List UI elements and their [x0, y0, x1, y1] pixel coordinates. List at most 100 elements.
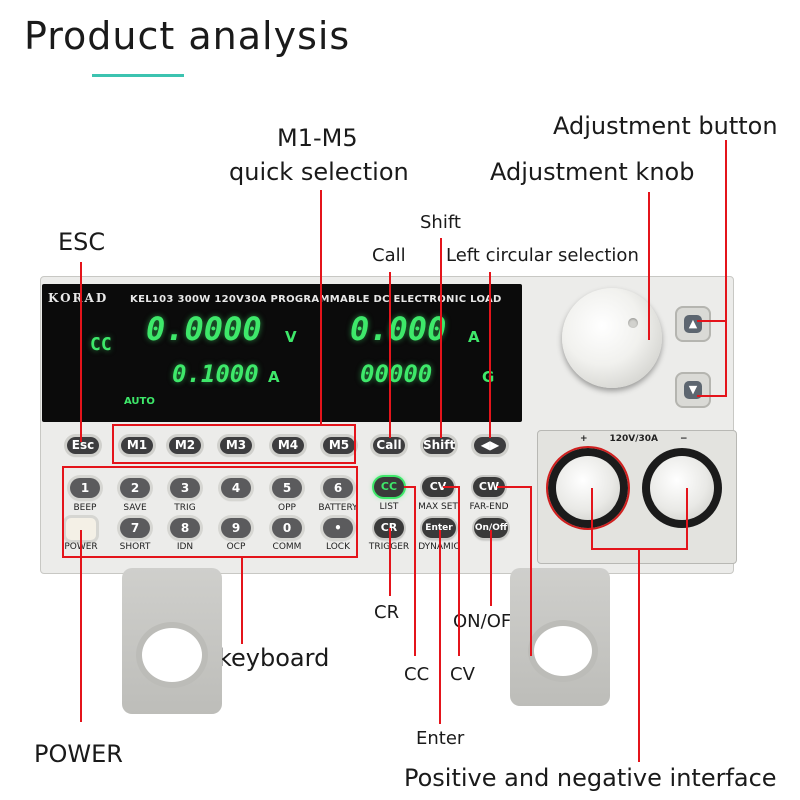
cw-key[interactable]: CW: [473, 477, 505, 497]
key-3[interactable]: 3: [170, 478, 200, 498]
display-secondary-value: 00000: [360, 360, 433, 388]
arrow-down-icon: ▼: [684, 381, 702, 399]
display-voltage: 0.0000: [146, 310, 262, 348]
negative-terminal-cap: [650, 456, 714, 520]
label-m1m5-line1: M1-M5: [277, 124, 358, 152]
call-key[interactable]: Call: [373, 437, 405, 454]
power-leader: [80, 530, 82, 722]
cw-leader-h: [497, 486, 531, 488]
key-5[interactable]: 5: [272, 478, 302, 498]
arrow-up-icon: ▲: [684, 315, 702, 333]
display-set-current: 0.1000: [172, 360, 259, 388]
cv-leader-h: [443, 486, 459, 488]
positive-terminal-leader: [591, 488, 593, 550]
cc-key-label: LIST: [379, 502, 399, 512]
key-9[interactable]: 9: [221, 518, 251, 538]
cc-key[interactable]: CC: [374, 477, 404, 497]
on-off-key[interactable]: On/Off: [474, 518, 508, 538]
cc-leader-h: [404, 486, 416, 488]
cw-leader-v: [530, 486, 532, 656]
label-m1m5-line2: quick selection: [229, 158, 409, 186]
m5-key[interactable]: M5: [323, 437, 355, 454]
positive-terminal-ring: [548, 448, 628, 528]
label-esc: ESC: [58, 228, 106, 256]
pos-neg-leader: [638, 548, 640, 762]
key-7-label: SHORT: [119, 542, 151, 552]
power-button[interactable]: [66, 518, 96, 540]
model-text: KEL103 300W 120V30A PROGRAMMABLE DC ELEC…: [130, 294, 502, 305]
key-8[interactable]: 8: [170, 518, 200, 538]
m4-key[interactable]: M4: [272, 437, 304, 454]
key-6-label: BATTERY: [318, 503, 358, 513]
arrow-up-leader: [697, 320, 727, 322]
display-current: 0.000: [350, 310, 447, 348]
left-right-select-key[interactable]: ◀▶: [474, 437, 506, 454]
display-auto: AUTO: [124, 396, 155, 407]
key-1-label: BEEP: [73, 503, 97, 513]
key-2[interactable]: 2: [120, 478, 150, 498]
adjustment-button-leader: [725, 140, 727, 396]
cr-key-label: TRIGGER: [359, 542, 419, 552]
terminal-rating-text: 120V/30A: [609, 434, 659, 444]
label-enter: Enter: [416, 728, 465, 749]
esc-key[interactable]: Esc: [67, 437, 99, 454]
shift-key[interactable]: Shift: [423, 437, 456, 454]
display-secondary-unit: G: [482, 368, 494, 386]
lcd-display: [42, 284, 522, 422]
label-on-off: ON/OFF: [453, 611, 522, 632]
terminal-minus-sign: −: [679, 434, 688, 444]
label-shift: Shift: [420, 212, 461, 233]
m2-key[interactable]: M2: [169, 437, 201, 454]
left-circular-leader: [489, 272, 491, 438]
label-positive-negative-interface: Positive and negative interface: [404, 764, 777, 792]
adjustment-knob[interactable]: [562, 288, 662, 388]
key-1[interactable]: 1: [70, 478, 100, 498]
label-adjustment-button: Adjustment button: [553, 112, 778, 140]
enter-key[interactable]: Enter: [422, 518, 456, 538]
key-dot[interactable]: •: [323, 518, 353, 538]
cc-leader-v: [414, 486, 416, 656]
label-power: POWER: [34, 740, 123, 768]
key-7[interactable]: 7: [120, 518, 150, 538]
cv-key[interactable]: CV: [422, 477, 454, 497]
output-keyboard-leader: [241, 558, 243, 644]
key-5-label: OPP: [278, 503, 296, 513]
m3-key[interactable]: M3: [220, 437, 252, 454]
key-4[interactable]: 4: [221, 478, 251, 498]
negative-terminal[interactable]: [642, 448, 722, 528]
positive-terminal[interactable]: [548, 448, 628, 528]
key-6[interactable]: 6: [323, 478, 353, 498]
display-header: KORAD KEL103 300W 120V30A PROGRAMMABLE D…: [48, 291, 518, 305]
negative-terminal-leader: [686, 488, 688, 550]
display-current-unit: A: [468, 328, 480, 346]
enter-leader: [439, 530, 441, 724]
title-underline: [92, 74, 184, 77]
terminal-rating: + 120V/30A −: [580, 434, 700, 444]
keyboard-highlight-box: [62, 466, 358, 558]
shift-leader: [440, 238, 442, 438]
key-0[interactable]: 0: [272, 518, 302, 538]
key-2-label: SAVE: [123, 503, 147, 513]
label-cv: CV: [450, 664, 475, 685]
left-foot-ring: [136, 622, 208, 688]
right-foot-ring: [528, 620, 598, 682]
label-cc: CC: [404, 664, 430, 685]
label-call: Call: [372, 245, 406, 266]
arrow-down-button[interactable]: ▼: [675, 372, 711, 408]
cr-leader: [389, 528, 391, 596]
on-off-leader: [490, 530, 492, 606]
knob-dimple: [628, 318, 638, 328]
m1-key[interactable]: M1: [121, 437, 153, 454]
key-dot-label: LOCK: [326, 542, 350, 552]
key-0-label: COMM: [272, 542, 302, 552]
cw-key-label: FAR-END: [469, 502, 509, 512]
cv-leader-v: [458, 486, 460, 656]
label-left-circular-selection: Left circular selection: [446, 245, 639, 266]
key-9-label: OCP: [226, 542, 246, 552]
arrow-up-button[interactable]: ▲: [675, 306, 711, 342]
terminal-plus-sign: +: [580, 434, 588, 444]
label-adjustment-knob: Adjustment knob: [490, 158, 695, 186]
adjustment-knob-leader: [648, 192, 650, 340]
positive-terminal-cap: [556, 456, 620, 520]
key-3-label: TRIG: [174, 503, 196, 513]
